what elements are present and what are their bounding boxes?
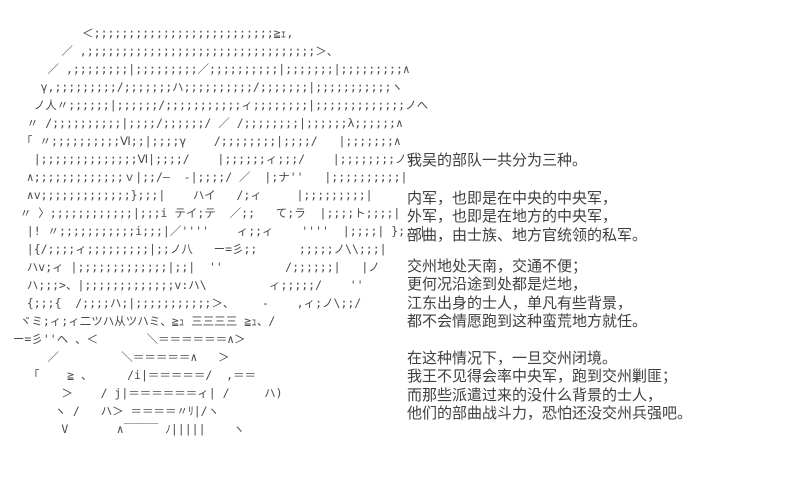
dialogue-paragraph-intro: 我吴的部队一共分为三种。 xyxy=(407,152,588,169)
dialogue-paragraph-conclusion: 在这种情况下，一旦交州闭境。 我王不见得会率中央军，跑到交州剿匪； 而那些派遣过… xyxy=(407,350,693,422)
dialogue-paragraph-army-types: 内军，也即是在中央的中央军， 外军，也即是在地方的中央军， 部曲，由士族、地方官… xyxy=(407,190,648,244)
ascii-art-portrait: ＜;;;;;;;;;;;;;;;;;;;;;;;;;;≧ｪ, ／ ,;;;;;;… xyxy=(12,26,429,436)
dialogue-paragraph-jiaozhou-remoteness: 交州地处天南，交通不便； 更何况沿途到处都是烂地， 江东出身的士人，单凡有些背景… xyxy=(407,258,648,330)
